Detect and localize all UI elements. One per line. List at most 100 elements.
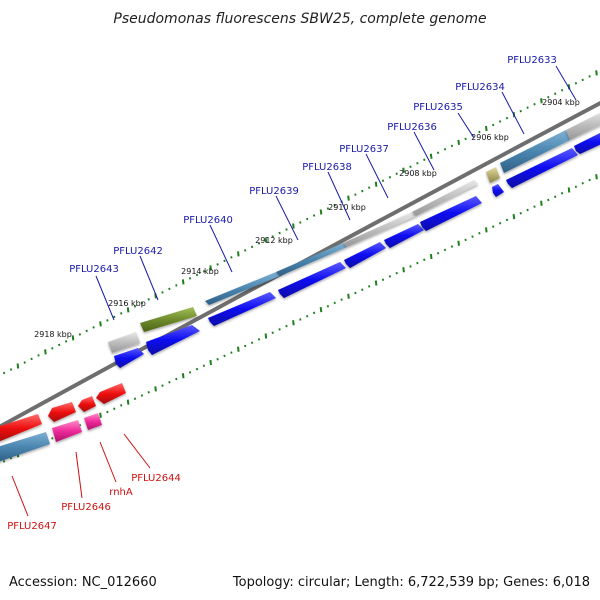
- tick-mark: [278, 328, 281, 331]
- tick-mark: [485, 125, 488, 132]
- gene-bar-grey: [343, 212, 416, 247]
- cds-arrow-forward: [114, 348, 144, 368]
- tick-mark: [140, 301, 144, 305]
- tick-mark: [354, 291, 357, 295]
- tick-mark: [423, 158, 426, 162]
- tick-mark: [574, 82, 578, 85]
- reverse-gene-label-texts: PFLU2644 rnhA PFLU2646 PFLU2647: [7, 473, 181, 532]
- tick-mark: [485, 227, 488, 233]
- tick-mark: [319, 306, 323, 313]
- tick-mark: [44, 349, 47, 355]
- tick-mark: [147, 298, 150, 301]
- tick-mark: [450, 245, 454, 248]
- tick-mark: [478, 231, 481, 235]
- gene-bar-blue: [276, 243, 347, 276]
- gene-label-rnhA: rnhA: [109, 487, 133, 498]
- tick-mark: [161, 384, 164, 387]
- leader-line: [327, 171, 351, 221]
- tick-mark: [133, 305, 137, 308]
- tick-mark: [147, 390, 150, 394]
- tick-mark: [567, 187, 571, 193]
- accession-text: Accession: NC_012660: [9, 575, 157, 590]
- tick-mark: [223, 354, 226, 358]
- tick-mark: [126, 399, 130, 405]
- tick-mark: [250, 341, 254, 344]
- leader-line: [11, 475, 29, 517]
- tick-mark: [181, 279, 185, 285]
- gene-label-PFLU2637: PFLU2637: [339, 144, 389, 155]
- kbp-label: 2910 kbp: [328, 203, 366, 212]
- cds-arrow-forward: [506, 148, 578, 188]
- tick-mark: [23, 361, 26, 364]
- leader-line: [209, 224, 233, 273]
- tick-mark: [429, 153, 433, 159]
- tick-mark: [326, 305, 330, 308]
- tick-mark: [257, 338, 261, 341]
- tick-mark: [540, 200, 543, 206]
- tick-mark: [202, 270, 206, 273]
- tick-mark: [99, 321, 102, 327]
- tick-mark: [464, 137, 467, 141]
- tick-mark: [285, 324, 288, 328]
- tick-mark: [175, 377, 178, 381]
- tick-mark: [395, 271, 398, 275]
- tick-mark: [188, 277, 192, 280]
- diagram-title: Pseudomonas fluorescens SBW25, complete …: [113, 11, 486, 27]
- leader-line: [75, 451, 83, 499]
- tick-mark: [416, 261, 419, 265]
- tick-mark: [374, 181, 378, 187]
- tick-mark: [71, 335, 75, 341]
- leader-line: [95, 275, 115, 321]
- tick-mark: [113, 407, 116, 410]
- tick-mark: [271, 331, 274, 334]
- tick-mark: [64, 340, 68, 343]
- tick-mark: [581, 78, 584, 82]
- kbp-label: 2908 kbp: [399, 169, 437, 178]
- tick-mark: [244, 344, 247, 348]
- tick-mark: [92, 326, 95, 329]
- tick-mark: [354, 193, 357, 196]
- tick-mark: [319, 209, 323, 215]
- tick-mark: [299, 318, 302, 321]
- tick-mark: [237, 251, 240, 257]
- kbp-label: 2912 kbp: [255, 236, 293, 245]
- gene-bar-grey: [108, 332, 140, 353]
- tick-mark: [2, 460, 6, 463]
- gene-label-PFLU2639: PFLU2639: [249, 186, 299, 197]
- cds-arrow-forward: [146, 325, 200, 355]
- tick-mark: [209, 359, 212, 366]
- tick-mark: [457, 240, 460, 246]
- leader-line: [555, 65, 577, 101]
- tick-mark: [195, 273, 199, 277]
- tick-mark: [216, 263, 219, 266]
- tick-mark: [554, 195, 557, 198]
- cds-arrow-reverse: [78, 396, 96, 412]
- leader-line: [123, 433, 151, 469]
- gene-label-PFLU2640: PFLU2640: [183, 215, 233, 226]
- tick-mark: [464, 238, 467, 242]
- tick-mark: [99, 412, 102, 418]
- gene-label-PFLU2634: PFLU2634: [455, 82, 505, 93]
- cds-arrow-forward: [344, 242, 386, 268]
- kbp-label: 2916 kbp: [108, 299, 146, 308]
- kbp-label: 2904 kbp: [542, 98, 580, 107]
- tick-mark: [498, 120, 502, 123]
- tick-mark: [368, 285, 371, 288]
- tick-mark: [78, 333, 82, 336]
- tick-mark: [533, 205, 536, 208]
- tick-mark: [443, 248, 447, 252]
- leader-line: [365, 153, 389, 199]
- tick-mark: [237, 346, 240, 352]
- tick-mark: [195, 367, 199, 371]
- tick-mark: [533, 102, 536, 106]
- tick-mark: [429, 253, 433, 260]
- tick-mark: [188, 371, 192, 374]
- tick-mark: [526, 106, 529, 109]
- gene-label-PFLU2647: PFLU2647: [7, 521, 57, 532]
- tick-mark: [133, 397, 137, 401]
- tick-mark: [78, 423, 82, 427]
- leader-line: [457, 112, 475, 139]
- tick-mark: [312, 214, 316, 217]
- forward-gene-label-texts: PFLU2633 PFLU2634 PFLU2635 PFLU2636 PFLU…: [69, 55, 557, 275]
- gene-label-PFLU2643: PFLU2643: [69, 264, 119, 275]
